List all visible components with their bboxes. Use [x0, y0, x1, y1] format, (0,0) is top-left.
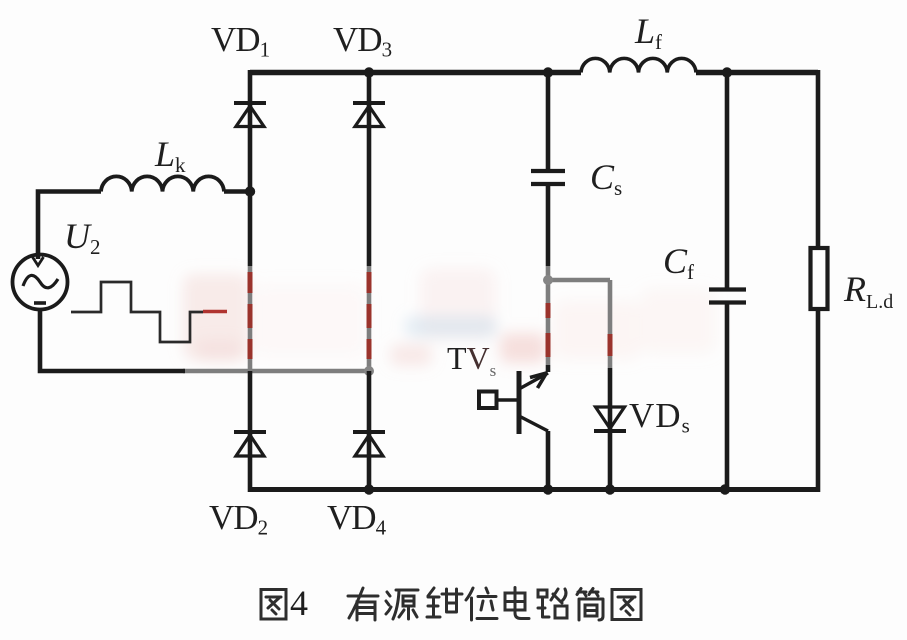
svg-text:VD1: VD1: [211, 20, 270, 62]
svg-text:Lk: Lk: [154, 134, 186, 177]
svg-text:Lf: Lf: [634, 11, 662, 54]
svg-text:TVs: TVs: [447, 340, 496, 380]
svg-text:VD2: VD2: [209, 498, 268, 540]
svg-text:VD3: VD3: [333, 20, 392, 62]
svg-text:U2: U2: [64, 216, 101, 259]
svg-text:RL.d: RL.d: [843, 269, 893, 313]
svg-text:VDs: VDs: [629, 396, 691, 438]
svg-text:VD4: VD4: [327, 498, 387, 540]
svg-text:Cs: Cs: [590, 157, 622, 200]
svg-text:Cf: Cf: [663, 241, 694, 284]
svg-text:4: 4: [290, 583, 308, 623]
